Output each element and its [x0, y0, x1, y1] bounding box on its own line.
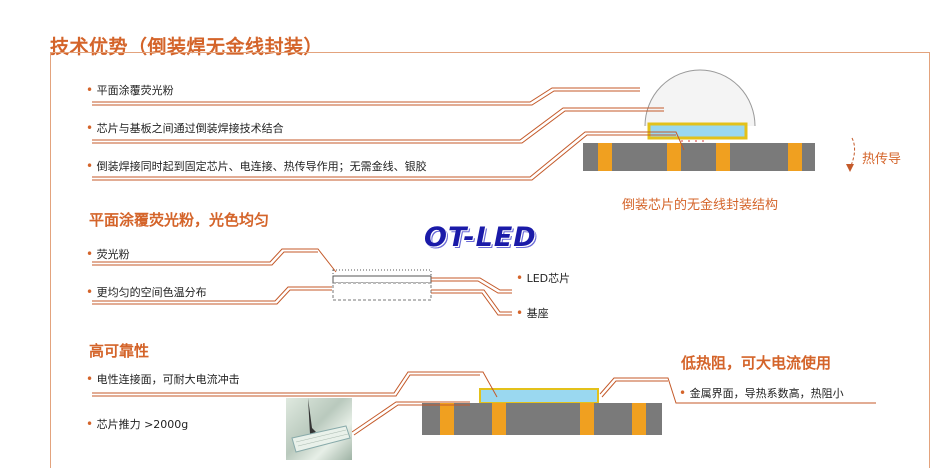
bottom-pad-1	[440, 403, 454, 435]
led-chip-layer	[332, 275, 432, 284]
reliability-title: 高可靠性	[89, 342, 150, 360]
phosphor-layer	[332, 269, 432, 277]
top-bullet-3-text: 倒装焊接同时起到固定芯片、电连接、热传导作用；无需金线、银胶	[96, 160, 427, 173]
content-frame	[50, 52, 930, 468]
led-chip-label: • LED芯片	[516, 270, 570, 286]
leader-electric	[92, 371, 498, 398]
bullet-dot: •	[86, 372, 94, 386]
phosphor-label: • 荧光粉	[86, 246, 130, 262]
bullet-dot: •	[86, 83, 94, 97]
leader-ledchip-b	[431, 280, 512, 294]
heat-arrow	[849, 137, 856, 169]
substrate-bottom	[422, 403, 662, 435]
top-bullet-1: • 平面涂覆荧光粉	[86, 82, 174, 98]
base-label-text: 基座	[526, 307, 549, 320]
top-bullet-3: • 倒装焊接同时起到固定芯片、电连接、热传导作用；无需金线、银胶	[86, 158, 427, 174]
structure-caption: 倒装芯片的无金线封装结构	[622, 198, 779, 213]
bottom-chip	[479, 388, 599, 404]
leader-phosphor-b	[92, 251, 318, 266]
leader-uniform	[92, 286, 332, 302]
leader-metal-b	[601, 380, 668, 398]
leader-uniform-b	[92, 289, 332, 305]
leader-electric-b	[92, 374, 480, 397]
bottom-pad-2	[492, 403, 506, 435]
leader-2	[92, 107, 664, 141]
bullet-dot: •	[86, 121, 94, 135]
substrate-pad-4	[788, 143, 802, 171]
bullet-dot: •	[679, 386, 687, 400]
leader-ledchip	[431, 277, 512, 291]
middle-section-title: 平面涂覆荧光粉，光色均匀	[89, 211, 270, 229]
metal-interface-label-text: 金属界面，导热系数高，热阻小	[689, 387, 844, 400]
leader-phosphor	[92, 248, 337, 273]
top-bullet-2-text: 芯片与基板之间通过倒装焊接技术结合	[96, 122, 284, 135]
bullet-dot: •	[86, 285, 94, 299]
push-force-label-text: 芯片推力 >2000g	[96, 418, 189, 431]
leader-2b	[92, 110, 664, 144]
substrate-pad-1	[598, 143, 612, 171]
phosphor-label-text: 荧光粉	[96, 248, 130, 261]
base-layer	[332, 282, 432, 301]
ot-led-logo: OT-LED	[424, 222, 537, 253]
leader-3	[92, 131, 685, 178]
bottom-pad-3	[580, 403, 594, 435]
substrate-top	[583, 143, 815, 171]
bullet-dot: •	[516, 306, 524, 320]
electric-label-text: 电性连接面，可耐大电流冲击	[96, 373, 240, 386]
bottom-pad-4	[632, 403, 646, 435]
top-bullet-1-text: 平面涂覆荧光粉	[96, 84, 174, 97]
top-bullet-2: • 芯片与基板之间通过倒装焊接技术结合	[86, 120, 284, 136]
substrate-pad-2	[667, 143, 681, 171]
leader-1	[92, 87, 640, 103]
uniform-label: • 更均匀的空间色温分布	[86, 284, 207, 300]
flip-chip	[647, 122, 748, 140]
push-force-label: • 芯片推力 >2000g	[86, 416, 188, 432]
bullet-dot: •	[516, 271, 524, 285]
leader-3b	[92, 134, 676, 181]
leader-1b	[92, 90, 640, 106]
heat-conduction-label: 热传导	[862, 152, 902, 167]
photo-art	[291, 398, 351, 453]
leader-base	[431, 289, 512, 313]
leader-force-b	[353, 404, 470, 436]
electric-label: • 电性连接面，可耐大电流冲击	[86, 371, 240, 387]
substrate-pad-3	[716, 143, 730, 171]
base-label: • 基座	[516, 305, 549, 321]
leader-base-b	[431, 292, 512, 316]
low-thermal-title: 低热阻，可大电流使用	[681, 354, 832, 372]
leader-force	[351, 401, 470, 433]
bullet-dot: •	[86, 417, 94, 431]
led-chip-label-text: LED芯片	[526, 272, 571, 285]
metal-interface-label: • 金属界面，导热系数高，热阻小	[679, 385, 844, 401]
bullet-dot: •	[86, 159, 94, 173]
uniform-label-text: 更均匀的空间色温分布	[96, 286, 207, 299]
chip-push-test-photo	[286, 398, 352, 460]
phosphor-dome	[644, 69, 756, 127]
leader-metal	[599, 377, 876, 404]
bullet-dot: •	[86, 247, 94, 261]
